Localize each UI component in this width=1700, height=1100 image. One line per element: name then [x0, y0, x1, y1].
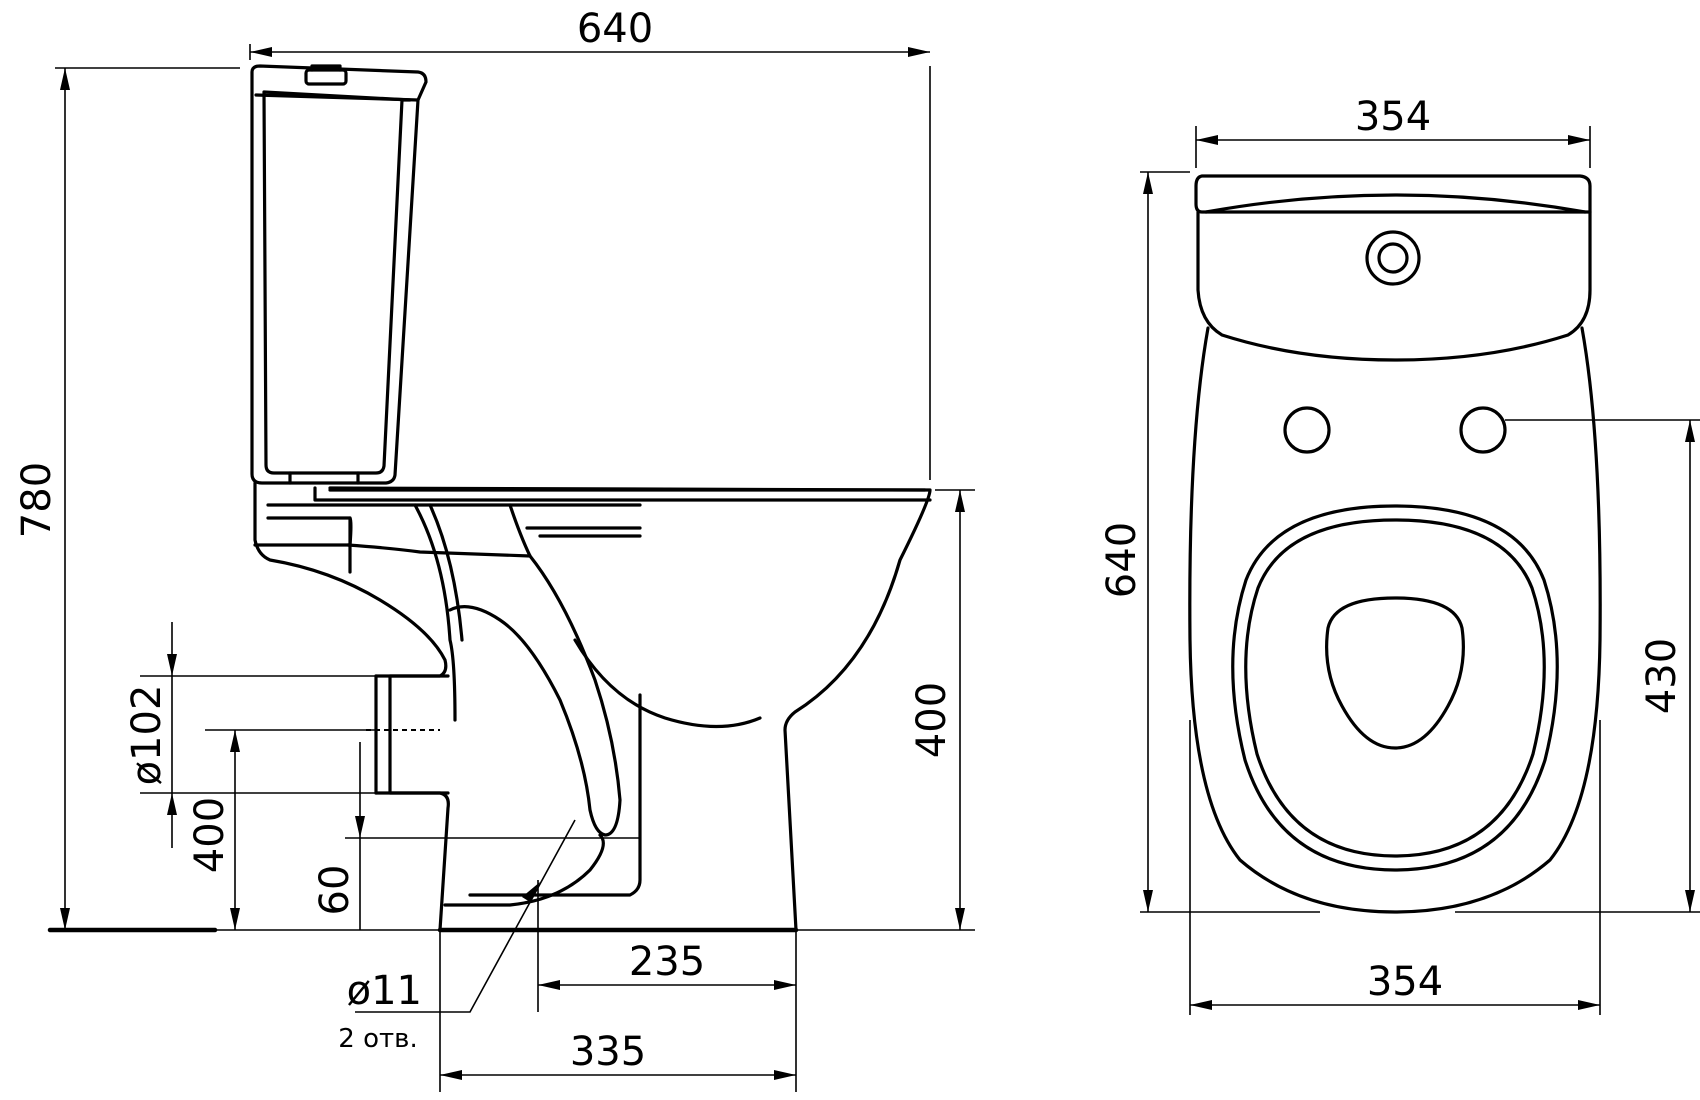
- label-foot-length: 335: [570, 1029, 646, 1075]
- label-bolt-height: 60: [312, 865, 358, 916]
- dim-354-top: 354: [1195, 94, 1591, 168]
- dim-bolt-hole: ø11 2 отв.: [338, 819, 576, 1054]
- label-outlet-height: 400: [187, 797, 233, 873]
- label-overall-height: 780: [14, 462, 60, 538]
- dim-bolt-height: 60: [312, 742, 640, 930]
- dim-354-bottom: 354: [1189, 720, 1601, 1015]
- dim-bolt-spacing: 235: [537, 880, 797, 1012]
- bowl-top: [1188, 326, 1602, 914]
- label-top-depth: 640: [1099, 522, 1145, 598]
- label-bolt-hole-count: 2 отв.: [338, 1024, 417, 1054]
- label-overall-depth: 640: [577, 6, 653, 52]
- label-base-width: 354: [1367, 959, 1443, 1005]
- side-view: 640 780 ø102 400 60: [14, 6, 975, 1092]
- label-rim-height: 400: [909, 682, 955, 758]
- dim-640-side: 640: [249, 6, 931, 480]
- label-seat-fixing: 430: [1639, 638, 1685, 714]
- dim-outlet-diameter: ø102: [124, 622, 376, 848]
- outlet-pipe: [366, 674, 450, 795]
- seat-hole-left: [1283, 406, 1331, 454]
- dim-foot-length: 335: [439, 930, 797, 1092]
- dim-430: 430: [1455, 419, 1700, 913]
- label-outlet-diameter: ø102: [124, 685, 170, 786]
- top-view: 354 640 430 354: [1099, 94, 1700, 1015]
- bowl: [253, 481, 932, 932]
- label-bolt-spacing: 235: [629, 939, 705, 985]
- dim-outlet-height: 400: [187, 729, 376, 930]
- label-tank-width: 354: [1355, 94, 1431, 140]
- cistern: [250, 64, 428, 485]
- label-bolt-hole-diameter: ø11: [347, 968, 422, 1014]
- dim-640-top: 640: [1099, 171, 1320, 913]
- cistern-top: [1194, 174, 1592, 362]
- seat-hole-right: [1459, 406, 1507, 454]
- dim-rim-height: 400: [909, 489, 975, 930]
